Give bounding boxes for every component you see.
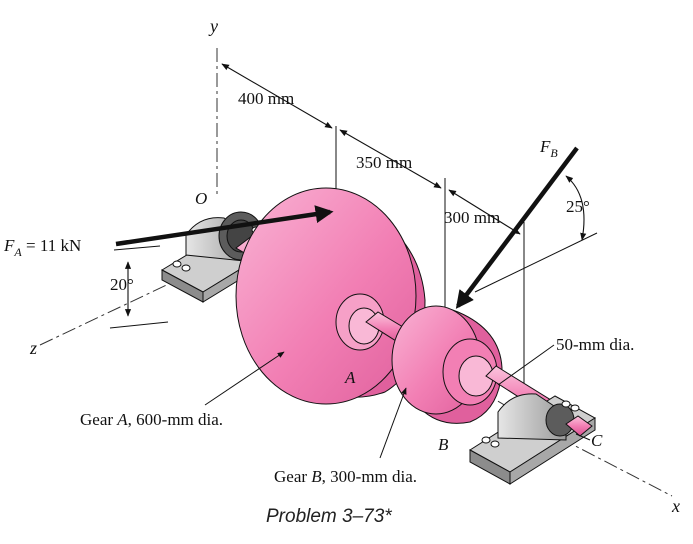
shaft-dia-label: 50-mm dia. — [556, 335, 634, 354]
gear-a-marker: A — [344, 368, 356, 387]
force-b-arrow — [455, 146, 579, 309]
dim-300-label: 300 mm — [444, 208, 500, 227]
axis-z-label: z — [29, 338, 37, 358]
angle-20-base — [109, 321, 169, 329]
gear-b-leader — [379, 387, 407, 459]
gear-b-caption: Gear B, 300-mm dia. — [274, 467, 417, 486]
angle-20-label: 20° — [110, 275, 134, 294]
x-axis-line — [559, 437, 673, 497]
gear-a-caption: Gear A, 600-mm dia. — [80, 410, 223, 429]
fb-reference-line — [474, 232, 598, 293]
dim-400-arrow — [221, 63, 333, 129]
gear-a — [235, 187, 426, 405]
force-a-label: FA = 11 kN — [3, 236, 81, 259]
bearing-c-label: C — [591, 431, 603, 450]
problem-caption: Problem 3–73* — [266, 506, 392, 527]
angle-25-arc — [565, 175, 587, 241]
dim-350-label: 350 mm — [356, 153, 412, 172]
dim-300-arrow — [448, 189, 521, 235]
gear-b-marker: B — [438, 435, 449, 454]
bearing-c — [469, 393, 596, 485]
angle-25-label: 25° — [566, 197, 590, 216]
axis-y-label: y — [208, 16, 218, 36]
origin-label: O — [195, 189, 207, 208]
gear-b — [391, 305, 503, 424]
axis-x-label: x — [671, 496, 680, 516]
force-a-arrow — [115, 205, 334, 247]
dim-400-label: 400 mm — [238, 89, 294, 108]
shaft-dia-leader — [497, 344, 555, 386]
force-b-label: FB — [539, 137, 558, 160]
dim-350-arrow — [339, 129, 442, 189]
bearing-c-leader — [575, 433, 591, 441]
angle-20-ref — [113, 245, 161, 251]
gear-a-leader — [204, 351, 285, 406]
